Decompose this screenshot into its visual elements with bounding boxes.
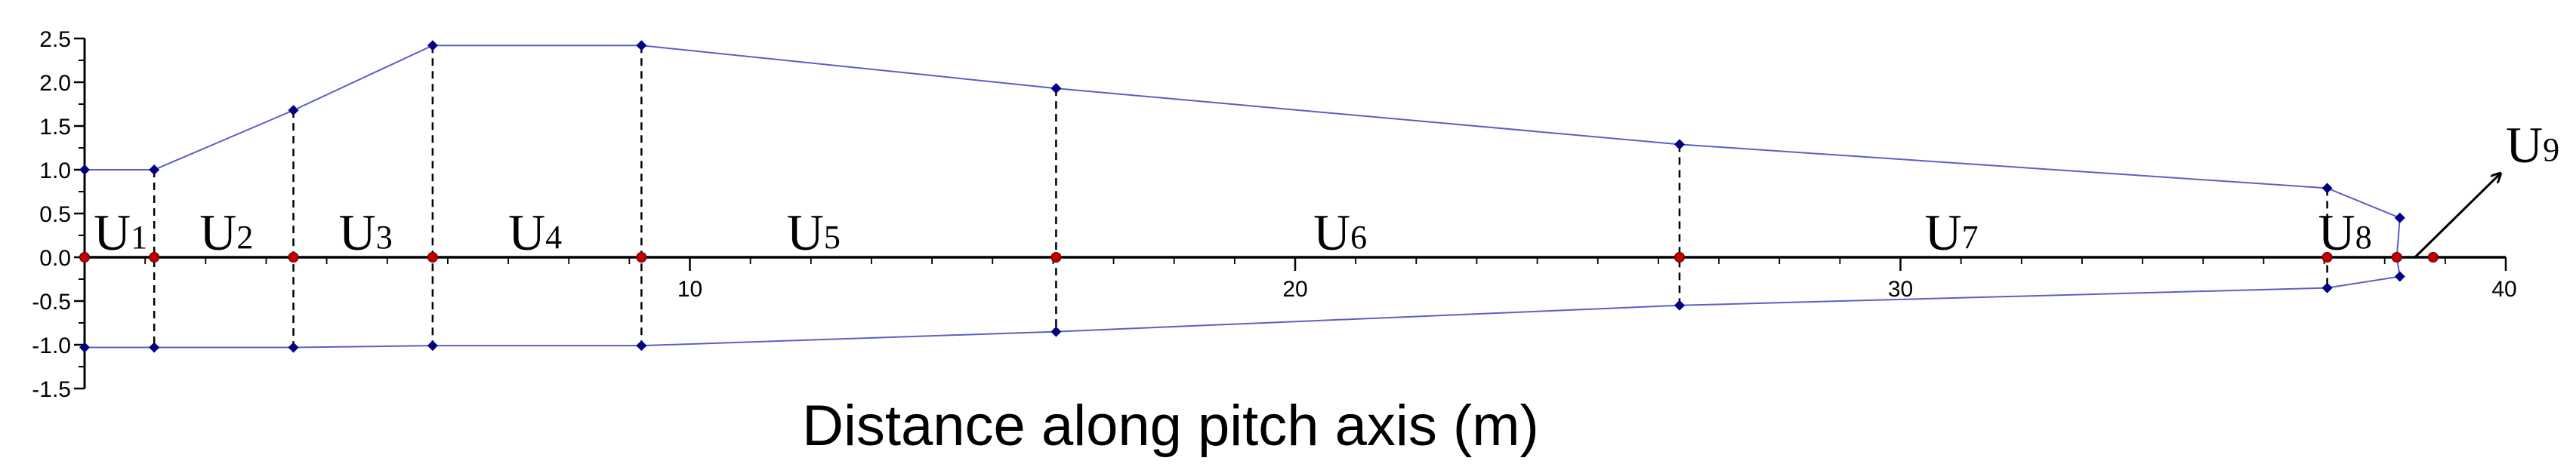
segment-label-u4: U4 [508,204,562,261]
y-tick-label-5: 0.0 [39,246,71,271]
lower-edge-marker-5 [1050,326,1062,337]
x-axis-title: Distance along pitch axis (m) [802,394,1539,458]
upper-edge-marker-4 [636,40,647,51]
upper-edge-marker-3 [427,40,438,51]
pitch-node-marker-3 [427,252,438,263]
segment-label-u8: U8 [2318,204,2372,261]
segment-label-subscript: 7 [1962,219,1979,256]
lower-edge-marker-6 [1674,300,1685,311]
lower-edge-marker-1 [149,342,160,353]
pitch-node-marker-8 [2391,252,2402,263]
segment-label-subscript: 8 [2355,219,2372,256]
x-tick-label-0: 10 [677,277,702,302]
segment-label-letter: U [1925,204,1962,261]
segment-label-subscript: 9 [2543,131,2559,168]
u9-arrow [2414,174,2500,259]
y-tick-label-4: 0.5 [39,202,71,227]
pitch-node-marker-0 [79,252,90,263]
upper-edge-marker-8 [2394,212,2405,223]
segment-label-letter: U [1313,204,1350,261]
pitch-node-marker-2 [288,252,299,263]
y-tick-label-7: -1.0 [32,333,71,358]
pitch-node-marker-4 [636,252,647,263]
segment-label-u7: U7 [1925,204,1979,261]
segment-label-subscript: 4 [545,219,562,256]
segment-label-letter: U [339,204,376,261]
x-tick-label-2: 30 [1888,277,1913,302]
segment-label-u5: U5 [787,204,841,261]
segment-label-letter: U [787,204,824,261]
lower-edge-marker-8 [2394,271,2405,282]
lower-edge-line [85,275,2400,349]
y-tick-label-8: -1.5 [32,377,71,402]
upper-edge-marker-0 [79,164,90,175]
segment-label-letter: U [2318,204,2355,261]
x-tick-label-1: 20 [1282,277,1307,302]
pitch-node-marker-9 [2427,252,2439,263]
segment-label-u2: U2 [199,204,253,261]
segment-label-letter: U [508,204,545,261]
upper-edge-marker-1 [149,164,160,175]
segment-label-subscript: 6 [1350,219,1367,256]
segment-label-subscript: 1 [131,219,147,256]
y-tick-label-0: 2.5 [39,27,71,52]
lower-edge-marker-0 [79,342,90,353]
segment-label-subscript: 2 [236,219,253,256]
lower-edge-marker-3 [427,340,438,352]
segment-label-u1: U1 [94,204,147,261]
y-tick-label-2: 1.5 [39,115,71,140]
upper-edge-marker-6 [1674,139,1685,150]
segment-label-subscript: 3 [376,219,393,256]
pitch-node-marker-7 [2321,252,2333,263]
x-tick-label-3: 40 [2491,277,2516,302]
upper-edge-marker-2 [288,105,299,116]
y-tick-label-3: 1.0 [39,158,71,183]
segment-label-u6: U6 [1313,204,1367,261]
upper-edge-marker-5 [1050,83,1062,94]
y-tick-label-6: -0.5 [32,290,71,315]
segment-label-letter: U [2506,116,2543,174]
lower-edge-marker-7 [2321,282,2333,293]
pitch-node-marker-5 [1050,252,1062,263]
segment-label-letter: U [94,204,131,261]
pitch-node-marker-1 [149,252,160,263]
pitch-node-marker-6 [1674,252,1685,263]
y-tick-label-1: 2.0 [39,71,71,96]
segment-label-subscript: 5 [824,219,841,256]
upper-edge-marker-7 [2321,183,2333,194]
tip-upper-connector [2396,217,2401,258]
lower-edge-marker-4 [636,340,647,352]
segment-label-u3: U3 [339,204,393,261]
segment-label-letter: U [199,204,236,261]
lower-edge-marker-2 [288,342,299,353]
segment-label-u9: U9 [2506,116,2559,174]
